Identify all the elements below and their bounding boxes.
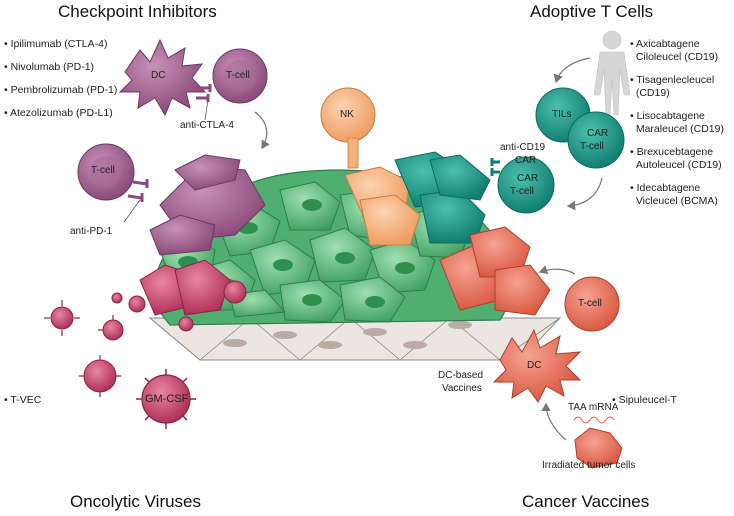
label-dc-vaccines-line1: DC-based xyxy=(438,370,484,381)
label-car-receptor: CAR xyxy=(515,155,537,166)
drug-item: • Ipilimumab (CTLA-4) xyxy=(4,38,108,50)
pd1-pointer xyxy=(123,199,141,223)
drug-name-line1: • Tisagenlecleucel xyxy=(630,74,715,86)
label-gm-csf: GM-CSF xyxy=(145,393,189,405)
oncolytic-virus-particles xyxy=(50,280,247,393)
orange-tumor-cells xyxy=(344,166,421,246)
label-tcell-pd1: T-cell xyxy=(91,165,115,176)
basement-tissue xyxy=(148,317,562,361)
label-irradiated-tumor-cells: Irradiated tumor cells xyxy=(542,460,636,471)
title-checkpoint-inhibitors: Checkpoint Inhibitors xyxy=(58,2,217,21)
label-dc-checkpoint: DC xyxy=(151,70,166,81)
lysed-tumor-cells xyxy=(139,259,231,316)
drug-item: • Axicabtagene Ciloleucel (CD19) xyxy=(630,38,724,64)
drug-item: • Pembrolizumab (PD-1) xyxy=(4,84,118,96)
irradiated-tumor-cell-icon xyxy=(574,427,623,469)
adoptive-drug-list: • Axicabtagene Ciloleucel (CD19) • Tisag… xyxy=(630,38,724,218)
t-cell-nucleus xyxy=(224,60,256,92)
anti-pd1-antibodies xyxy=(127,179,149,202)
label-dc-vaccine: DC xyxy=(527,360,542,371)
adoptive-arrow-out xyxy=(566,177,603,211)
label-nk: NK xyxy=(340,109,354,120)
nk-cell-synapse xyxy=(347,137,359,169)
label-tcell-checkpoint: T-cell xyxy=(226,70,250,81)
drug-name-line1: • Brexucebtagene xyxy=(630,146,714,158)
checkpoint-drug-list: • Ipilimumab (CTLA-4) • Nivolumab (PD-1)… xyxy=(4,38,117,130)
label-car-tcell-top: T-cell xyxy=(580,141,604,152)
label-dc-vaccines-line2: Vaccines xyxy=(442,383,482,394)
label-anti-cd19: anti-CD19 xyxy=(500,142,546,153)
purple-tumor-cells xyxy=(149,154,266,256)
drug-item: • Brexucebtagene Autoleucel (CD19) xyxy=(630,146,724,172)
drug-name-line2: Vicleucel (BCMA) xyxy=(635,195,718,207)
t-cell-pd1-nucleus xyxy=(90,156,122,188)
drug-name-line2: Autoleucel (CD19) xyxy=(635,159,722,171)
title-oncolytic-viruses: Oncolytic Viruses xyxy=(70,492,202,511)
drug-item: • Atezolizumab (PD-L1) xyxy=(4,107,113,119)
drug-name-line1: • Axicabtagene xyxy=(630,38,700,50)
t-cell-vaccine xyxy=(564,276,620,332)
drug-name-line2: (CD19) xyxy=(635,87,670,99)
salmon-tumor-cells xyxy=(439,226,551,316)
dendritic-cell-vaccine xyxy=(492,328,582,403)
label-tils: TILs xyxy=(552,109,572,120)
label-car-bottom: CAR xyxy=(517,173,539,184)
label-tcell-vaccine: T-cell xyxy=(578,298,602,309)
label-anti-pd1: anti-PD-1 xyxy=(70,226,113,237)
drug-name-line2: Maraleucel (CD19) xyxy=(635,123,724,135)
label-car-tcell-bottom: T-cell xyxy=(510,186,534,197)
car-receptors xyxy=(490,158,500,176)
dendritic-cell-checkpoint xyxy=(118,38,207,117)
checkpoint-arrow xyxy=(254,111,270,150)
virus-spikes xyxy=(44,300,121,397)
drug-item: • Nivolumab (PD-1) xyxy=(4,61,95,73)
vaccine-arrow-dc xyxy=(541,402,567,441)
drug-item: • Tisagenlecleucel (CD19) xyxy=(630,74,724,100)
taa-mrna-icon xyxy=(573,416,615,424)
drug-name-line1: • Idecabtagene xyxy=(630,182,701,194)
drug-name-line2: Ciloleucel (CD19) xyxy=(635,51,719,63)
patient-figure-icon xyxy=(593,30,631,116)
label-anti-ctla4: anti-CTLA-4 xyxy=(180,120,234,131)
vaccine-drug: • Sipuleucel-T xyxy=(612,394,677,406)
car-t-cell-top xyxy=(567,111,625,169)
title-cancer-vaccines: Cancer Vaccines xyxy=(522,492,650,511)
label-taa-mrna: TAA mRNA xyxy=(568,402,619,413)
drug-item: • Lisocabtagene Maraleucel (CD19) xyxy=(630,110,724,136)
ctla4-pointer xyxy=(204,99,209,121)
vaccine-arrow-tcell xyxy=(538,265,576,275)
drug-name-line1: • Lisocabtagene xyxy=(630,110,705,122)
label-car-top: CAR xyxy=(587,128,609,139)
title-adoptive-t-cells: Adoptive T Cells xyxy=(530,2,654,21)
adoptive-arrow-in xyxy=(553,57,591,84)
gm-csf-virus xyxy=(136,369,196,429)
drug-item: • Idecabtagene Vicleucel (BCMA) xyxy=(630,182,724,208)
teal-tumor-cells xyxy=(394,151,491,244)
oncolytic-drug: • T-VEC xyxy=(4,394,42,406)
car-t-cell-bottom xyxy=(497,156,555,214)
